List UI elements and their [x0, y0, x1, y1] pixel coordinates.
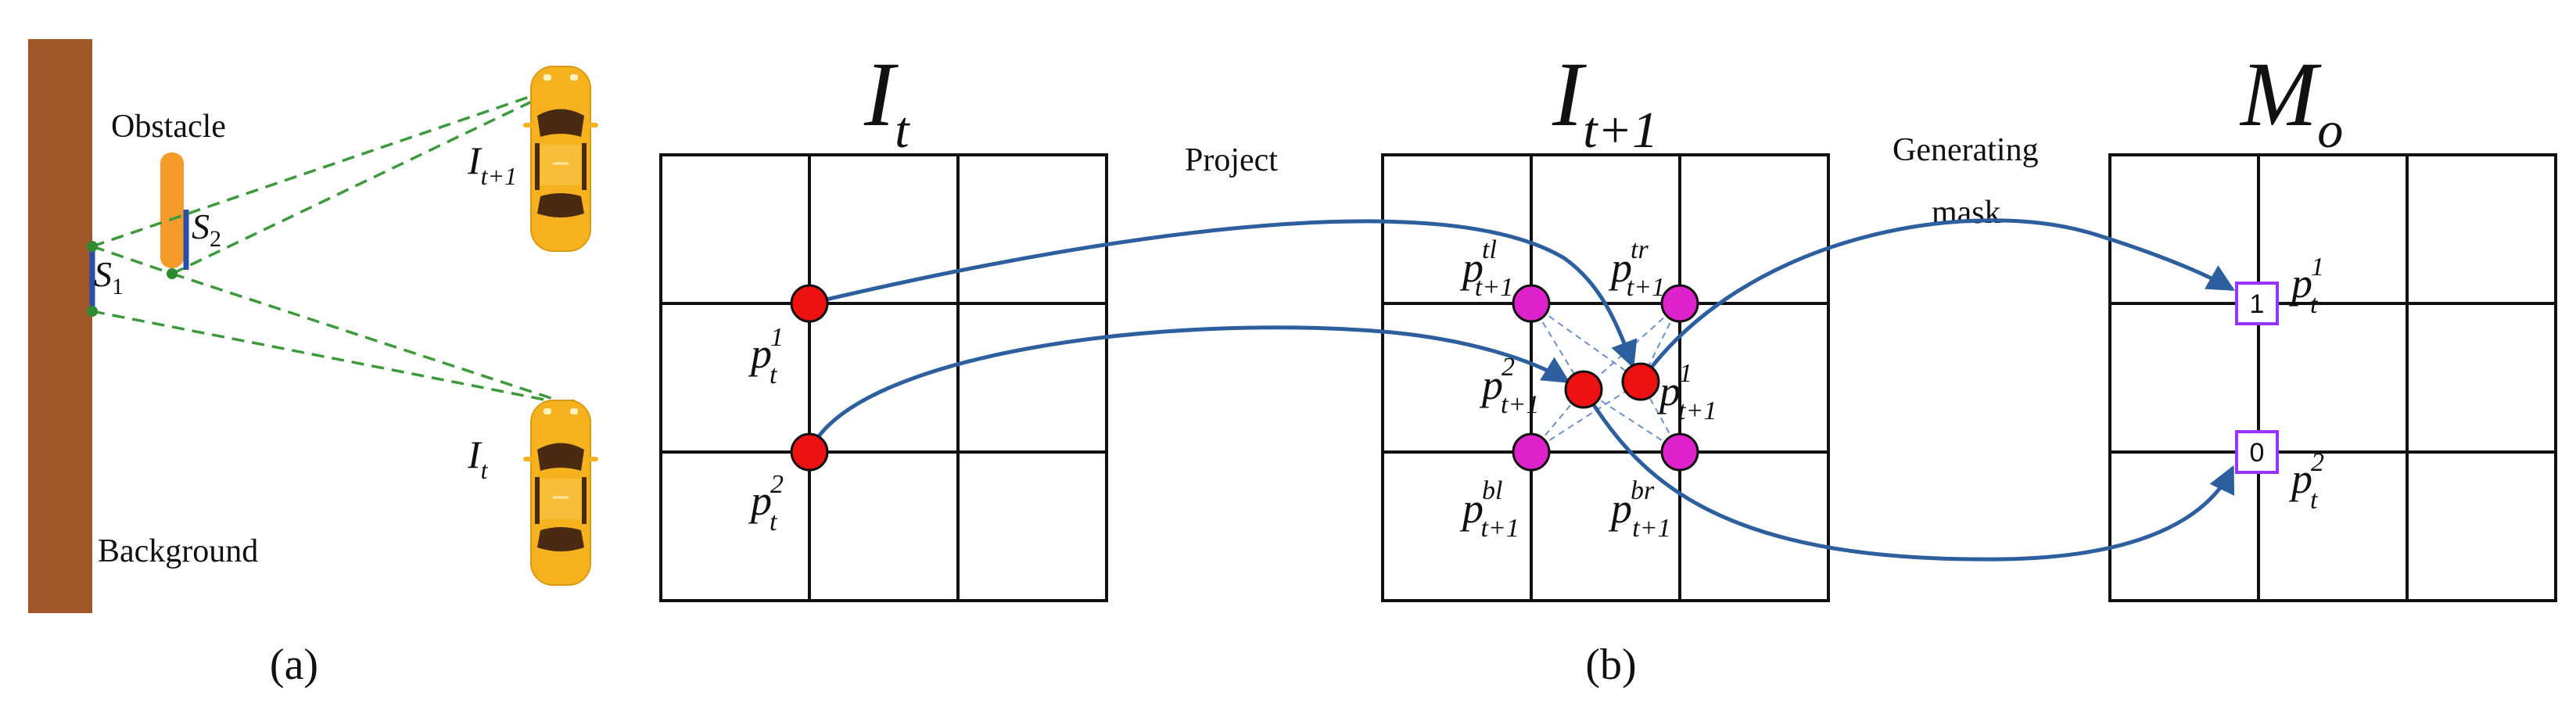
arrow-project-p2 — [807, 325, 1570, 453]
mask-value-bottom: 0 — [2250, 438, 2265, 468]
point-p1-it — [790, 284, 829, 323]
car-top-label: It+1 — [467, 138, 517, 190]
grid-it1 — [1381, 153, 1830, 602]
point-br — [1660, 432, 1699, 472]
point-tl — [1512, 284, 1551, 323]
mask-cell-top — [2235, 282, 2279, 325]
panel-a: Obstacle Background S1 S2 It+1 It (a) — [28, 39, 600, 689]
arrow-mask-p1 — [1638, 218, 2236, 383]
mask-value-top: 1 — [2250, 289, 2265, 319]
car-bottom — [522, 399, 600, 587]
mask-label: mask — [1932, 195, 2001, 231]
panel-a-label: (a) — [270, 641, 318, 689]
background-wall — [28, 39, 92, 613]
mask-cell-bottom — [2235, 430, 2279, 474]
generating-label: Generating — [1893, 132, 2039, 168]
point-p2-it — [790, 432, 829, 472]
obstacle-bar — [160, 153, 184, 268]
point-p2-projected — [1564, 370, 1603, 409]
point-bl — [1512, 432, 1551, 472]
sight-lines — [91, 81, 573, 407]
panel-b-label: (b) — [1585, 641, 1636, 689]
point-p1-projected — [1621, 362, 1660, 401]
s2-label: S2 — [192, 206, 221, 252]
obstacle-label: Obstacle — [111, 109, 226, 145]
background-label: Background — [98, 533, 258, 569]
grid-it-title: It — [863, 43, 910, 159]
arrow-mask-p2 — [1581, 388, 2235, 562]
grid-mo — [2108, 153, 2557, 602]
project-label: Project — [1185, 142, 1278, 178]
grid-it — [659, 153, 1108, 602]
s1-label: S1 — [94, 254, 124, 300]
car-top — [522, 65, 600, 253]
car-bottom-label: It — [467, 432, 489, 484]
grid-it1-title: It+1 — [1552, 43, 1658, 159]
point-tr — [1660, 284, 1699, 323]
grid-mo-title: Mo — [2239, 43, 2343, 159]
arrow-project-p1 — [809, 219, 1638, 369]
